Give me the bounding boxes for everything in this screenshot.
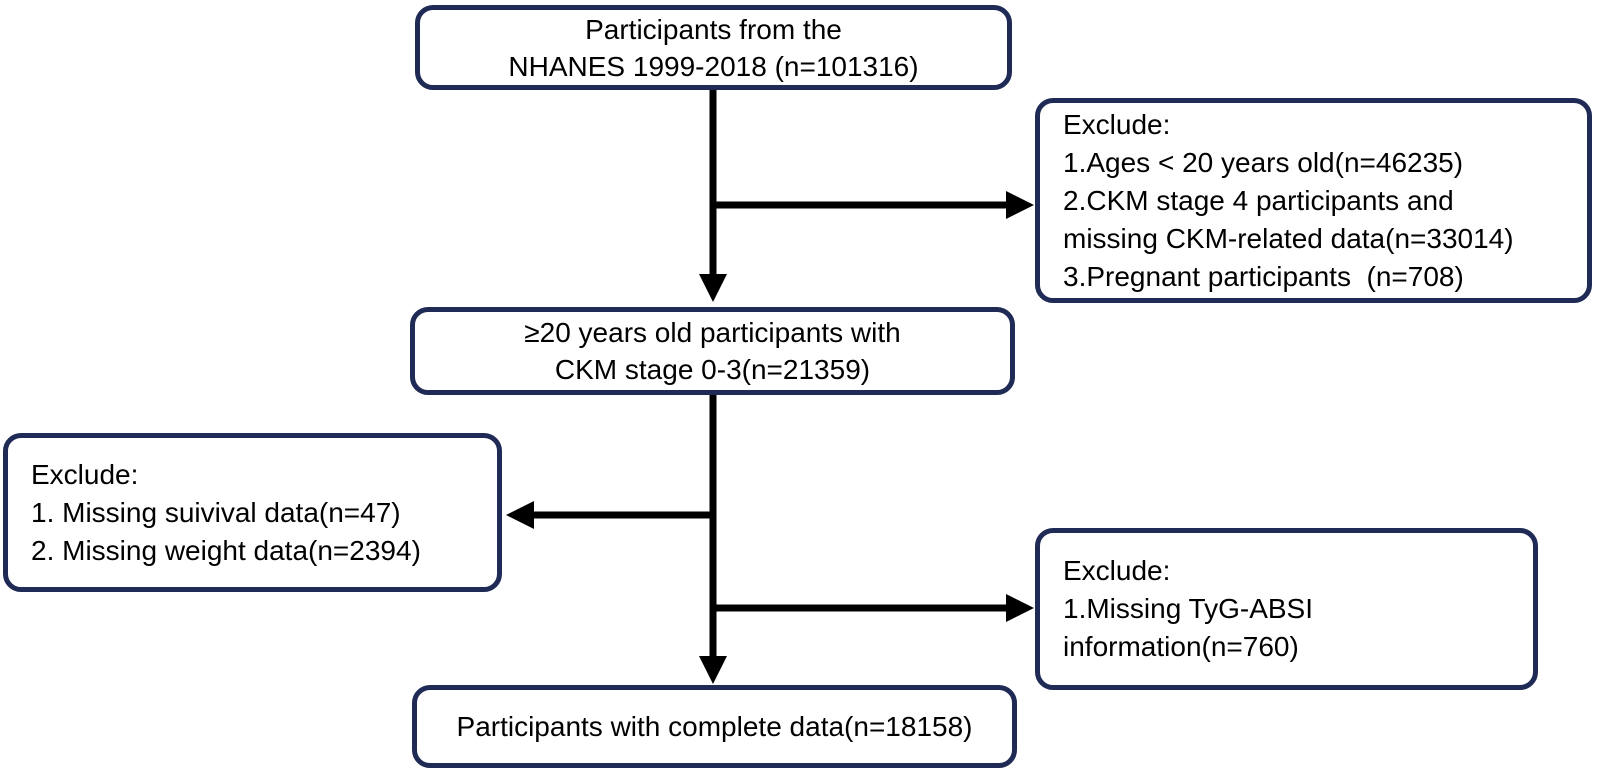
arrow-to-exclude-left xyxy=(506,501,716,529)
arrow-to-exclude-1 xyxy=(710,191,1034,219)
node-exclude-missing-tyg-absi-label: Exclude: 1.Missing TyG-ABSI information(… xyxy=(1063,555,1314,662)
node-complete-data-participants: Participants with complete data(n=18158) xyxy=(412,685,1017,768)
node-exclude-missing-tyg-absi: Exclude: 1.Missing TyG-ABSI information(… xyxy=(1035,528,1538,690)
node-nhanes-participants: Participants from the NHANES 1999-2018 (… xyxy=(415,5,1012,90)
node-complete-data-participants-label: Participants with complete data(n=18158) xyxy=(456,711,973,742)
node-adults-ckm-stage-0-3: ≥20 years old participants with CKM stag… xyxy=(410,307,1015,395)
arrow-top-to-middle xyxy=(699,90,727,302)
arrow-to-exclude-2 xyxy=(710,594,1034,622)
node-exclude-age-ckm-pregnant-label: Exclude: 1.Ages < 20 years old(n=46235) … xyxy=(1063,108,1514,292)
node-exclude-missing-survival-weight-label: Exclude: 1. Missing suivival data(n=47) … xyxy=(31,458,421,566)
node-nhanes-participants-label: Participants from the NHANES 1999-2018 (… xyxy=(508,13,919,82)
node-exclude-missing-survival-weight: Exclude: 1. Missing suivival data(n=47) … xyxy=(3,433,502,592)
node-adults-ckm-stage-0-3-label: ≥20 years old participants with CKM stag… xyxy=(524,317,901,385)
arrow-middle-to-bottom xyxy=(699,395,727,684)
node-exclude-age-ckm-pregnant: Exclude: 1.Ages < 20 years old(n=46235) … xyxy=(1035,98,1592,303)
